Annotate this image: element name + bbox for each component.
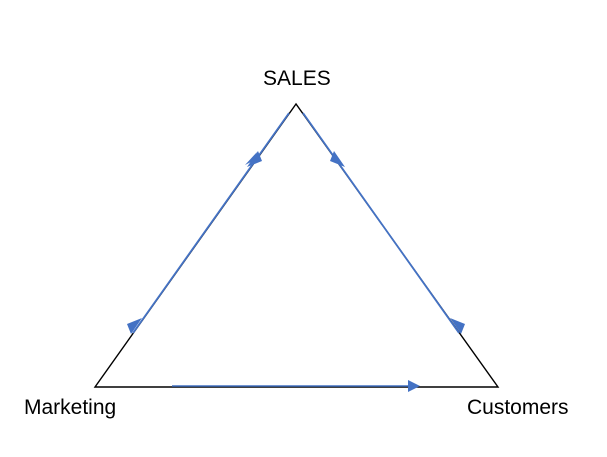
arrowhead-down-to-customers <box>450 318 465 334</box>
edge-marketing-customers[interactable] <box>172 380 420 392</box>
node-label-sales: SALES <box>263 67 331 90</box>
triangle-outline-path <box>93 102 500 388</box>
edge-customers-sales-line <box>302 112 460 334</box>
edge-marketing-sales-line <box>132 112 290 334</box>
arrowhead-up-to-sales-left <box>245 152 257 167</box>
arrowhead-up-to-sales-right <box>330 151 345 167</box>
edge-marketing-sales[interactable] <box>127 112 290 334</box>
arrowhead-right-to-customers <box>408 380 420 392</box>
arrowhead-up-to-sales-left-fill <box>247 151 262 167</box>
node-label-customers: Customers <box>467 396 569 419</box>
edge-customers-sales[interactable] <box>302 112 465 334</box>
node-label-marketing: Marketing <box>24 396 117 419</box>
arrowhead-down-to-marketing <box>127 318 142 334</box>
triangle-outline <box>93 102 500 388</box>
